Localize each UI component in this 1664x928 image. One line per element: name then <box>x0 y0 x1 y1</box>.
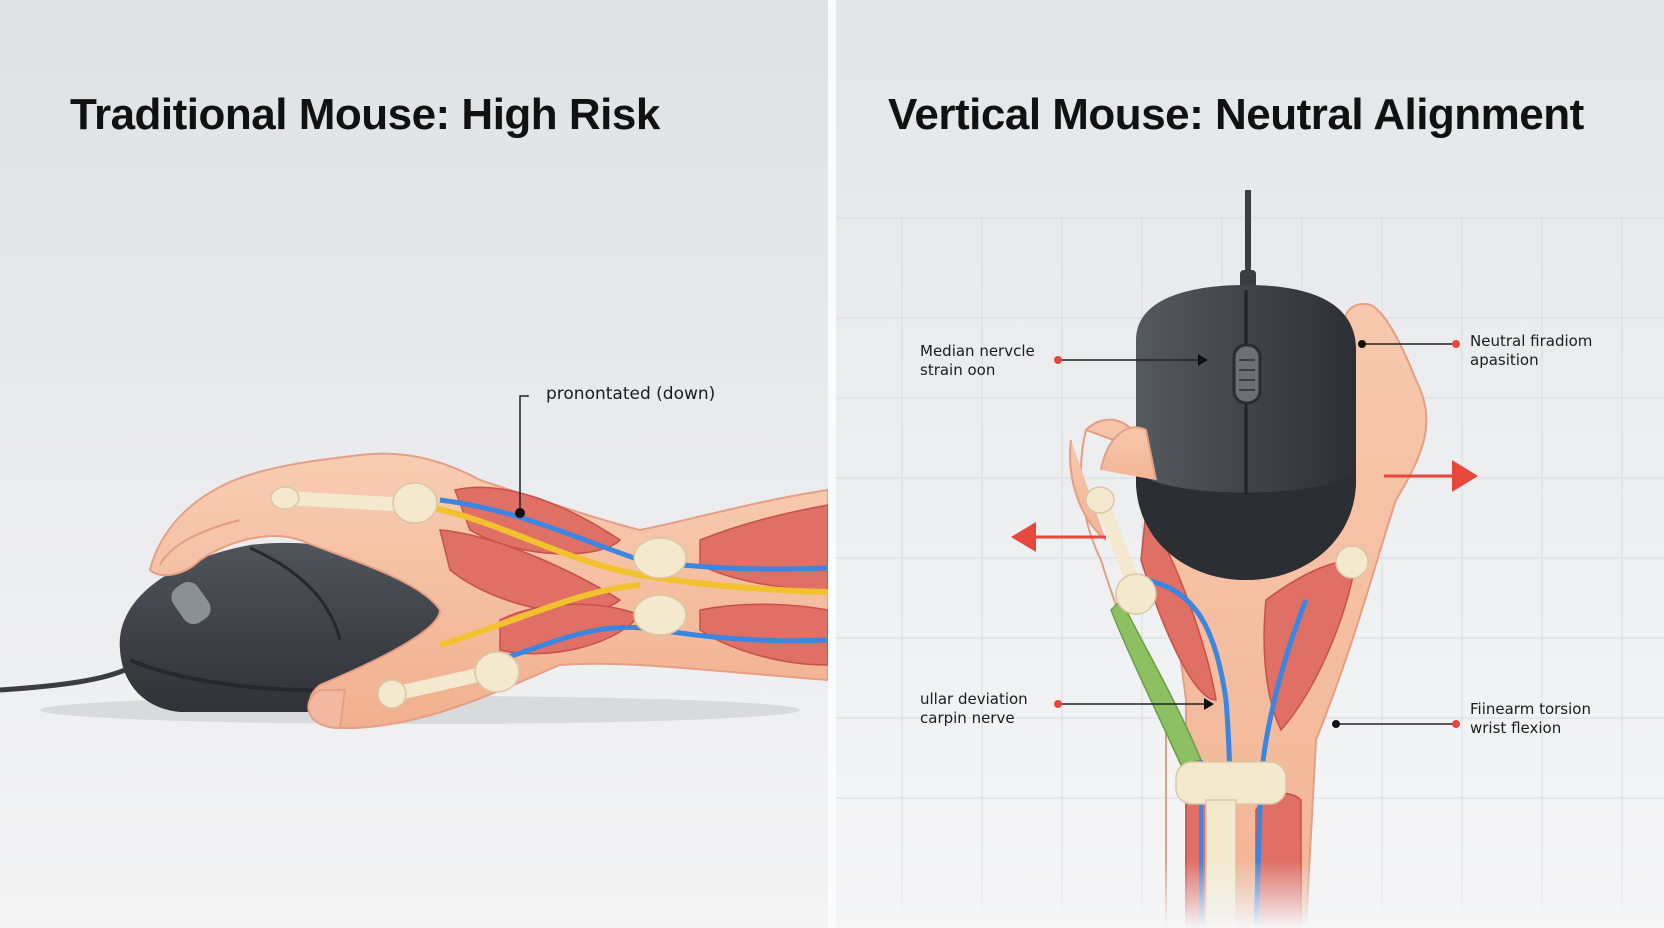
callout-lines <box>1058 343 1456 725</box>
left-title: Traditional Mouse: High Risk <box>70 90 660 139</box>
vertical-mouse-illustration <box>836 190 1664 928</box>
panel-divider <box>828 0 836 928</box>
callout-dots <box>1054 340 1460 728</box>
median-nerve-label: Median nervcle strain oon <box>920 342 1035 379</box>
left-callout-line <box>519 395 529 512</box>
scroll-wheel <box>1232 343 1262 405</box>
pronated-label: pronontated (down) <box>546 384 716 404</box>
right-title: Vertical Mouse: Neutral Alignment <box>888 90 1584 139</box>
traditional-mouse-illustration <box>0 395 828 730</box>
thumb <box>1100 426 1157 481</box>
neutral-forearm-label: Neutral firadiom apasition <box>1470 332 1593 369</box>
ulnar-deviation-label: ullar deviation carpin nerve <box>920 690 1028 727</box>
mouse-cable <box>0 662 137 693</box>
traditional-mouse-panel: Traditional Mouse: High Risk <box>0 0 828 928</box>
forearm-torsion-label: Fiinearm torsion wrist flexion <box>1470 700 1591 737</box>
left-callout-dot <box>515 508 525 518</box>
wrist-bones <box>1175 761 1287 805</box>
hand-illustration <box>148 452 828 730</box>
arrow-right-icon <box>1384 460 1478 492</box>
scroll-wheel <box>171 581 211 625</box>
mouse-icon <box>1136 285 1356 580</box>
arrow-left-icon <box>1011 522 1106 552</box>
vertical-mouse-panel: Vertical Mouse: Neutral Alignment <box>836 0 1664 928</box>
